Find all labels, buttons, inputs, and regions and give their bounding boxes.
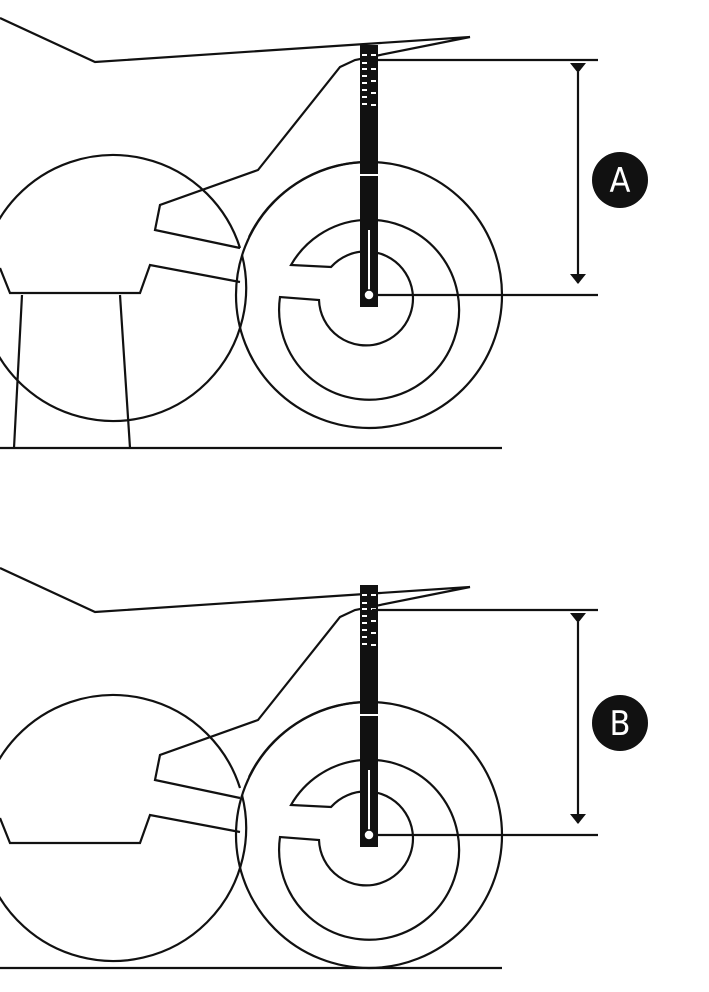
label-b: B <box>610 704 631 744</box>
jack-stand <box>12 294 132 449</box>
label-badge-a <box>592 152 648 208</box>
label-a: A <box>610 161 631 201</box>
panel-a-unloaded: A <box>0 16 648 450</box>
label-badge-b <box>592 695 648 751</box>
rear-wheel <box>0 583 504 970</box>
rear-wheel <box>0 43 504 430</box>
panel-b-loaded: B <box>0 566 648 970</box>
